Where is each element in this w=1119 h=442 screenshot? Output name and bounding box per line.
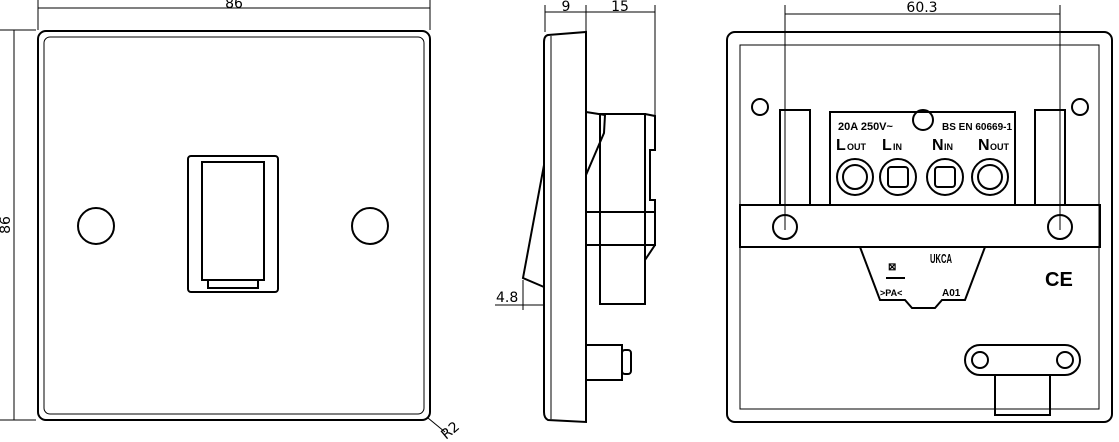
fixing-centres-dimension: 60.3: [906, 0, 937, 16]
terminal-n-out: N OUT: [971, 137, 1010, 196]
body-depth-dimension: 15: [611, 0, 629, 15]
standard-label: BS EN 60669-1: [942, 122, 1012, 133]
svg-text:IN: IN: [893, 142, 902, 152]
screw-hole-right: [351, 207, 389, 245]
terminal-block: [829, 111, 1016, 206]
side-view: 9 15 4.8: [495, 0, 656, 424]
model-code: A01: [942, 288, 961, 299]
terminal-l-out: L OUT: [836, 137, 874, 196]
svg-text:N: N: [932, 137, 944, 154]
terminal-l-in: L IN: [879, 137, 917, 196]
ce-mark: CE: [1045, 269, 1073, 291]
width-dimension: 86: [225, 0, 243, 12]
svg-text:IN: IN: [944, 142, 953, 152]
height-dimension: 86: [0, 216, 14, 234]
rear-view: 60.3 20A 250V~ BS EN 60669-1 L OUT L IN …: [726, 0, 1113, 423]
material-mark: >PA<: [880, 288, 902, 298]
svg-text:L: L: [882, 137, 892, 154]
rocker-switch: [187, 155, 279, 293]
front-view: 86 86 R2: [0, 0, 463, 442]
plate-depth-dimension: 9: [562, 0, 571, 15]
screw-hole-left: [77, 207, 115, 245]
ukca-mark: UKCA: [930, 251, 952, 266]
terminal-n-in: N IN: [926, 137, 964, 196]
faceplate-outline: [37, 30, 431, 421]
fixing-hole-left: [772, 214, 798, 240]
radius-dimension: R2: [438, 419, 463, 442]
rocker-dimension: 4.8: [496, 290, 518, 306]
rating-label: 20A 250V~: [838, 121, 894, 133]
svg-text:OUT: OUT: [990, 142, 1010, 152]
fixing-hole-right: [1047, 214, 1073, 240]
svg-text:N: N: [978, 137, 990, 154]
svg-text:L: L: [836, 137, 846, 154]
svg-text:OUT: OUT: [847, 142, 867, 152]
backplate-outline: [726, 31, 1113, 423]
terminals: L OUT L IN N IN N OUT: [836, 137, 1010, 196]
weee-bin-icon: ⊠: [888, 262, 896, 273]
